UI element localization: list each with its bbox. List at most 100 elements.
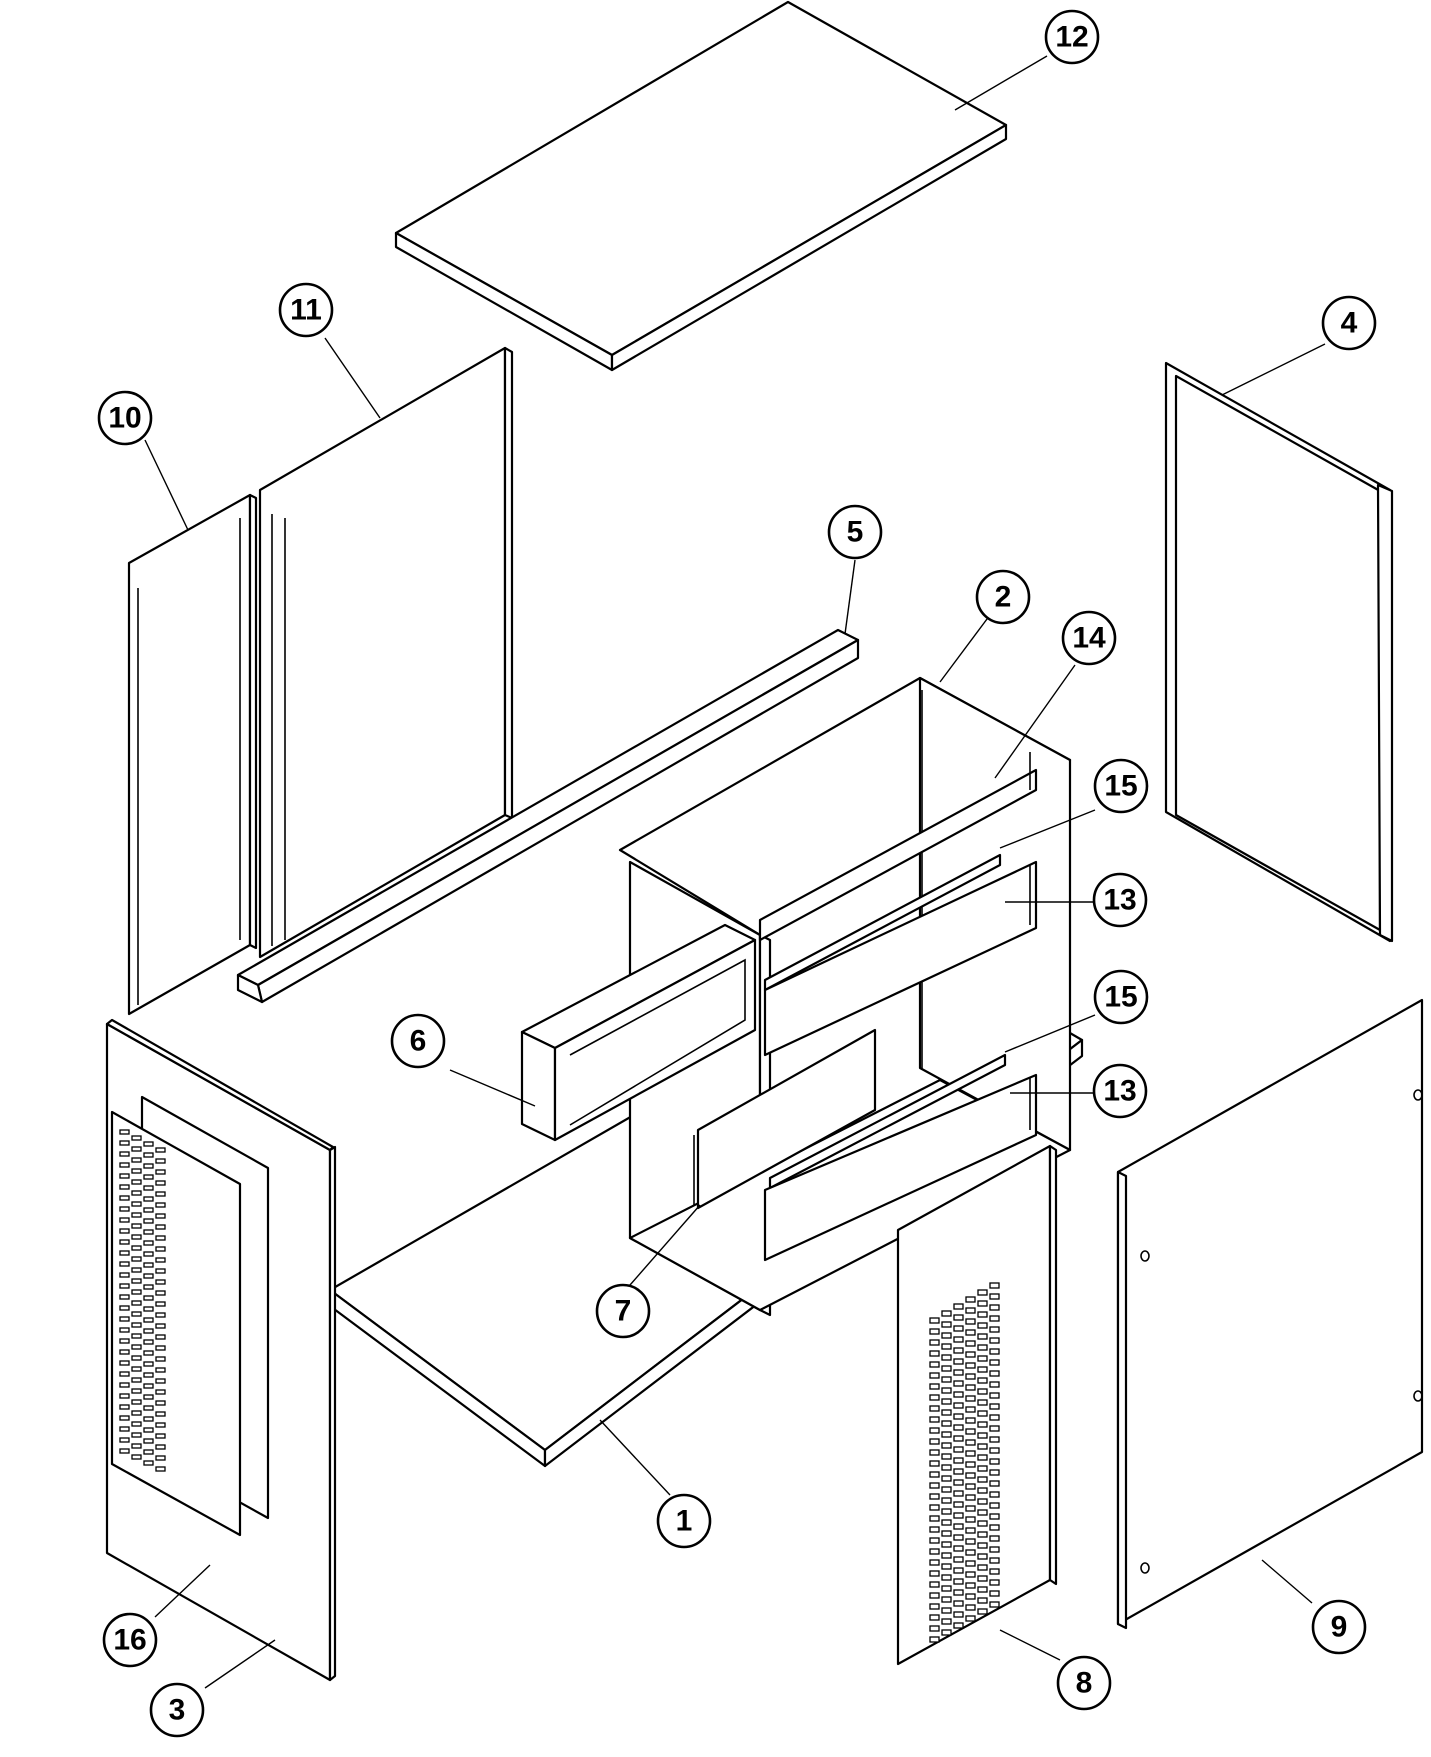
louver-slot [953,1457,964,1464]
louver-slot [965,1340,976,1347]
louver-slot [143,1416,154,1422]
louver-slot [989,1414,1000,1421]
louver-slot [953,1468,964,1475]
louver-slot [143,1240,154,1246]
louver-slot [953,1402,964,1409]
louver-slot [941,1398,952,1405]
louver-slot [941,1343,952,1350]
louver-slot [965,1395,976,1402]
louver-slot [119,1217,130,1223]
louver-slot [941,1310,952,1317]
louver-slot [941,1475,952,1482]
callout-1: 1 [656,1493,712,1549]
svg-text:4: 4 [1341,307,1358,340]
louver-slot [131,1377,142,1383]
louver-slot [929,1537,940,1544]
louver-slot [131,1388,142,1394]
louver-slot [155,1455,166,1461]
louver-slot [143,1295,154,1301]
louver-slot [155,1378,166,1384]
louver-slot [155,1246,166,1252]
louver-slot [953,1600,964,1607]
louver-slot [953,1545,964,1552]
louver-slot [977,1410,988,1417]
louver-slot [143,1372,154,1378]
louver-slot [119,1327,130,1333]
louver-slot [989,1535,1000,1542]
louver-slot [965,1571,976,1578]
louver-slot [929,1350,940,1357]
louver-slot [953,1336,964,1343]
louver-slot [953,1501,964,1508]
louver-slot [989,1403,1000,1410]
part-4-right-frame [1164,361,1394,943]
louver-slot [989,1425,1000,1432]
louver-slot [119,1228,130,1234]
louver-slot [131,1344,142,1350]
louver-slot [941,1486,952,1493]
louver-slot [965,1296,976,1303]
louver-slot [929,1493,940,1500]
louver-slot [143,1350,154,1356]
louver-slot [941,1442,952,1449]
louver-slot [965,1384,976,1391]
svg-text:7: 7 [615,1295,632,1328]
louver-slot [119,1437,130,1443]
louver-slot [131,1223,142,1229]
louver-slot [965,1604,976,1611]
louver-slot [929,1460,940,1467]
louver-slot [941,1497,952,1504]
svg-text:9: 9 [1331,1611,1348,1644]
part-14-upper-rail [758,752,1038,942]
louver-slot [965,1560,976,1567]
louver-slot [155,1224,166,1230]
louver-slot [965,1615,976,1622]
louver-slot [965,1318,976,1325]
louver-slot [155,1169,166,1175]
louver-slot [131,1322,142,1328]
louver-slot [155,1290,166,1296]
louver-slot [989,1447,1000,1454]
louver-slot [977,1487,988,1494]
louver-slot [965,1351,976,1358]
louver-slot [953,1391,964,1398]
louver-slot [977,1465,988,1472]
louver-slot [929,1548,940,1555]
louver-slot [965,1450,976,1457]
louver-slot [977,1509,988,1516]
louver-slot [989,1524,1000,1531]
louver-slot [989,1480,1000,1487]
louver-slot [119,1371,130,1377]
louver-slot [131,1410,142,1416]
louver-slot [929,1570,940,1577]
louver-slot [989,1348,1000,1355]
part-13-upper-plate [763,860,1038,1057]
svg-text:3: 3 [169,1694,186,1727]
svg-text:1: 1 [676,1505,693,1538]
louver-slot [953,1380,964,1387]
louver-slot [131,1245,142,1251]
louver-slot [131,1179,142,1185]
louver-slot [965,1516,976,1523]
callout-5: 5 [827,504,883,560]
part-12-top-panel [394,0,1008,372]
louver-slot [953,1512,964,1519]
louver-slot [965,1428,976,1435]
louver-slot [929,1625,940,1632]
louver-slot [977,1454,988,1461]
part-10-left-panel [127,493,258,1016]
louver-slot [929,1614,940,1621]
louver-slot [131,1234,142,1240]
louver-slot [977,1399,988,1406]
louver-slot [143,1229,154,1235]
louver-slot [143,1383,154,1389]
louver-slot [941,1332,952,1339]
louver-slot [131,1190,142,1196]
louver-slot [929,1361,940,1368]
louver-slot [989,1568,1000,1575]
louver-slot [989,1293,1000,1300]
louver-slot [977,1388,988,1395]
louver-slot [941,1354,952,1361]
louver-slot [119,1129,130,1135]
louver-slot [965,1439,976,1446]
